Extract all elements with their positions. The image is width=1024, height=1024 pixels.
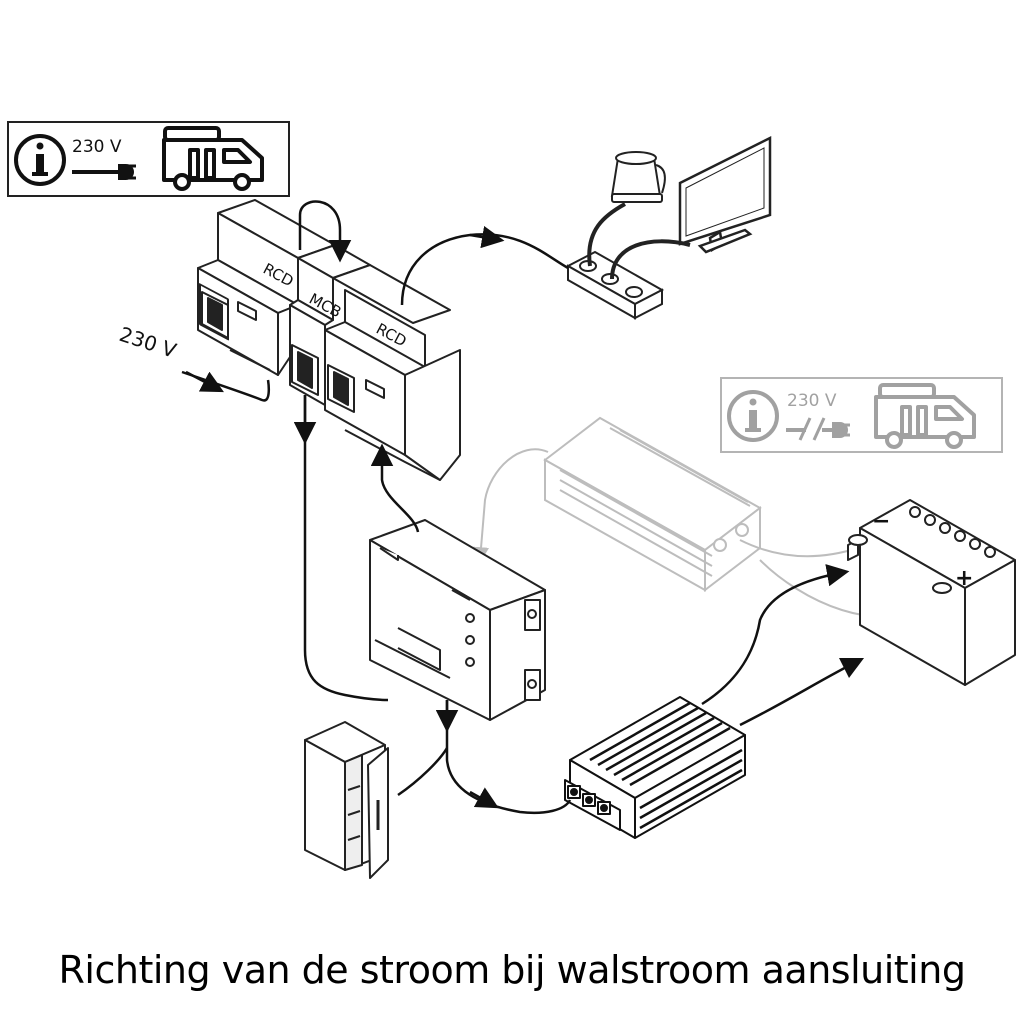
fridge-icon (304, 721, 389, 879)
power-strip-icon (565, 250, 665, 320)
flow-powerstrip-arrow (469, 225, 505, 249)
charger-icon (564, 696, 746, 839)
distribution-panel: RCD MCB RCD (197, 199, 461, 481)
info-icon (727, 390, 779, 442)
flow-input-arrow (185, 370, 224, 393)
flow-rcd-to-mcb (298, 200, 352, 263)
camper-van-icon (162, 126, 264, 191)
flow-charger-to-battery-minus (701, 564, 850, 706)
flow-charger-arrow (469, 787, 499, 809)
inverter-icon (543, 416, 762, 593)
plug-icon (72, 164, 136, 180)
mcb-module (289, 244, 371, 406)
info-voltage-label: 230 V (787, 391, 837, 411)
flow-rcd-to-powerstrip (400, 233, 569, 306)
monitor-icon (678, 135, 772, 254)
info-box-battery-mode: 230 V (720, 377, 1003, 453)
input-voltage-label: 230 V (116, 322, 179, 363)
info-box-shore-power: 230 V (7, 121, 290, 197)
flow-charger-to-battery-plus (739, 657, 865, 727)
camper-van-icon (874, 383, 976, 449)
kettle-icon (610, 151, 666, 203)
battery-minus-label: − (872, 509, 890, 534)
flow-fridge (397, 747, 449, 797)
rcd-right-module (229, 264, 461, 481)
info-icon (14, 134, 66, 186)
flow-junction-to-rcd (370, 443, 420, 533)
battery-icon (847, 499, 1016, 686)
flow-mcb-down (303, 395, 389, 702)
kettle-cable (587, 202, 626, 267)
diagram-caption: Richting van de stroom bij walstroom aan… (58, 948, 966, 992)
battery-plus-label: + (955, 566, 973, 591)
flow-junction-to-charger (445, 700, 572, 815)
monitor-cable (610, 239, 691, 280)
broken-plug-icon (786, 417, 850, 441)
active-flow-lines (181, 200, 865, 815)
info-voltage-label: 230 V (72, 137, 122, 157)
junction-box-icon (369, 519, 546, 721)
